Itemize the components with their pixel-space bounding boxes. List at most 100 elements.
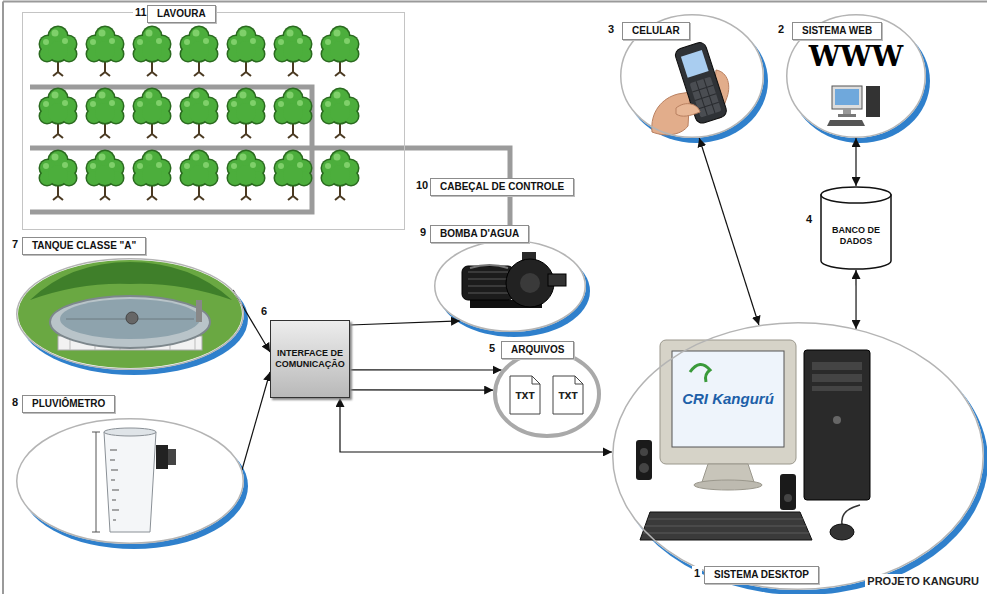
- phone-picture: [674, 41, 729, 125]
- name-tag: CELULAR: [622, 22, 690, 40]
- name-tag: BOMBA D'AGUA: [430, 225, 529, 243]
- desktop-computer-picture: [640, 512, 812, 540]
- flow-arrow: [340, 398, 612, 452]
- rain-gauge-picture: [92, 432, 100, 532]
- interface-box: 6INTERFACE DE COMUNICAÇÃO: [270, 320, 350, 398]
- desktop-computer-picture: [672, 351, 784, 447]
- web-computer-picture: [832, 86, 862, 109]
- ellipse-outline: [612, 322, 984, 590]
- picture-grounds: [16, 418, 244, 544]
- desktop-computer-picture: [639, 463, 649, 473]
- crop-trees: [321, 88, 360, 139]
- field-region: 11LAVOURA: [22, 12, 405, 230]
- file-icons: [510, 376, 583, 414]
- rain-gauge-picture: [110, 450, 119, 520]
- name-tag: ARQUIVOS: [501, 341, 574, 359]
- rain-gauge-picture: [92, 428, 176, 532]
- ellipse-outline: [613, 323, 984, 590]
- callout-number: 9: [418, 225, 428, 240]
- tank-picture: [18, 260, 242, 368]
- crop-trees: [180, 26, 219, 77]
- tank-picture: [196, 300, 202, 322]
- pump-picture: [520, 273, 540, 293]
- phone-picture: [676, 104, 700, 117]
- web-node: 2SISTEMA WEB: [786, 14, 926, 138]
- callout-number: 1: [692, 566, 702, 581]
- web-computer-picture: [843, 109, 851, 114]
- file-type: TXT: [558, 391, 577, 401]
- callout-number: 7: [10, 237, 20, 252]
- ellipse-outline: [435, 241, 586, 332]
- tank-picture: [18, 260, 242, 368]
- rain-gauge: 8PLUVIÔMETRO: [16, 418, 244, 544]
- ellipse-outline: [787, 15, 926, 138]
- flow-arrow: [855, 270, 856, 329]
- software-logo: CRI Kangurú: [682, 390, 774, 408]
- crop-trees: [227, 88, 266, 139]
- ellipse-outline: [621, 15, 764, 138]
- crop-trees: [39, 26, 360, 201]
- picture-grounds: [620, 14, 764, 138]
- picture-grounds: [612, 322, 984, 590]
- file-icons: [510, 376, 540, 414]
- name-tag: CABEÇAL DE CONTROLE: [430, 178, 574, 196]
- crop-trees: [274, 150, 313, 201]
- web-computer-picture: [866, 86, 880, 117]
- desktop-computer-picture: [842, 505, 860, 524]
- pump-picture: [462, 252, 566, 308]
- ellipse-outline: [17, 419, 244, 544]
- crop-trees: [321, 26, 360, 77]
- file-icons: [553, 376, 583, 414]
- flow-arrow: [855, 138, 856, 186]
- rain-gauge-picture: [168, 449, 176, 465]
- crop-trees: [133, 150, 172, 201]
- name-tag: TANQUE CLASSE "A": [22, 237, 146, 255]
- pump-picture: [470, 265, 508, 268]
- crop-trees: [39, 88, 78, 139]
- picture-grounds: [493, 350, 601, 438]
- crop-trees: [274, 26, 313, 77]
- name-tag: SISTEMA WEB: [792, 22, 882, 40]
- page-frame: [3, 2, 987, 594]
- flow-arrow: [350, 369, 502, 370]
- flow-arrow: [699, 138, 759, 325]
- web-computer-picture: [827, 120, 865, 126]
- ellipse-outline: [493, 350, 601, 438]
- desktop-computer-picture: [812, 386, 862, 391]
- tank-picture: [30, 262, 232, 300]
- pump-picture: [548, 274, 566, 286]
- web-computer-picture: [827, 86, 880, 126]
- desktop-computer-picture: [636, 440, 652, 480]
- crop-trees: [227, 150, 266, 201]
- cylinder-outline: [821, 187, 891, 269]
- desktop-computer-picture: [640, 448, 648, 456]
- tank-picture: [60, 299, 200, 339]
- water-pump: 9BOMBA D'AGUA: [434, 240, 586, 332]
- ellipse-outline: [434, 240, 586, 332]
- callout-number: 2: [776, 22, 786, 37]
- crop-trees: [180, 150, 219, 201]
- flow-arrow: [350, 321, 460, 325]
- tank-picture: [50, 296, 210, 348]
- desktop-computer-picture: [804, 350, 870, 500]
- tank-picture: [126, 312, 138, 324]
- box-text: BANCO DE DADOS: [820, 202, 892, 270]
- file-type: TXT: [515, 391, 534, 401]
- connectors: [233, 138, 856, 470]
- irrigation-pipes: [30, 146, 405, 151]
- phone-picture: [681, 50, 709, 78]
- crop-trees: [39, 150, 78, 201]
- picture-grounds: [434, 240, 586, 332]
- picture-grounds: [16, 14, 987, 594]
- web-computer-picture: [835, 89, 859, 105]
- irrigation-pipes: [30, 87, 405, 212]
- crop-trees: [274, 88, 313, 139]
- ellipse-outline: [495, 352, 599, 436]
- phone-node: 3CELULAR: [620, 14, 764, 138]
- name-tag: PLUVIÔMETRO: [22, 395, 115, 413]
- desktop-computer-picture: [636, 340, 870, 540]
- rain-gauge-picture: [156, 445, 168, 469]
- rain-gauge-picture: [104, 432, 156, 532]
